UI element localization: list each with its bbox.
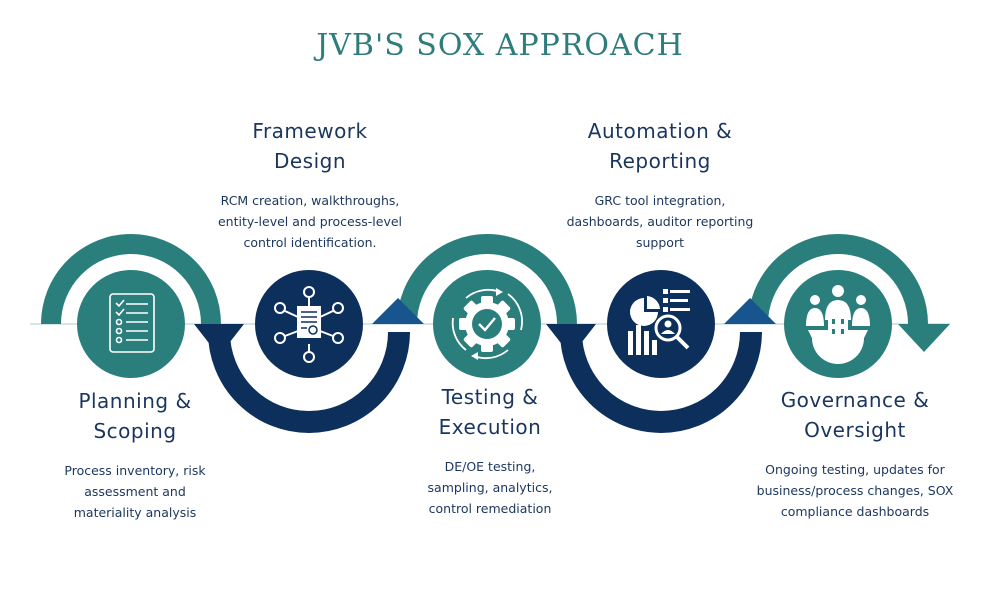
step-3-title: Testing & Execution bbox=[390, 382, 590, 442]
step-4-desc-line: dashboards, auditor reporting bbox=[566, 214, 754, 229]
step-4-circle bbox=[607, 270, 715, 378]
step-3-desc-line: DE/OE testing, bbox=[444, 459, 536, 474]
step-4-desc-line: support bbox=[636, 235, 684, 250]
step-1-desc-line: assessment and bbox=[84, 484, 186, 499]
step-1-title-line1: Planning & bbox=[78, 389, 192, 413]
page-title: JVB'S SOX APPROACH bbox=[316, 28, 684, 63]
step-4-title-line1: Automation & bbox=[587, 119, 733, 143]
arrowhead-up-1 bbox=[372, 298, 424, 324]
arc-step-5 bbox=[748, 234, 928, 325]
step-3-desc-line: control remediation bbox=[428, 501, 552, 516]
step-1-desc-line: materiality analysis bbox=[73, 505, 197, 520]
step-4-description: GRC tool integration, dashboards, audito… bbox=[540, 190, 780, 253]
arrowhead-down-1 bbox=[194, 324, 244, 356]
arc-step-3 bbox=[397, 234, 577, 325]
step-1-desc-line: Process inventory, risk bbox=[64, 463, 206, 478]
step-2-title-line2: Design bbox=[273, 149, 347, 173]
arc-step-1 bbox=[41, 234, 221, 325]
step-3-description: DE/OE testing, sampling, analytics, cont… bbox=[390, 456, 590, 519]
step-5-title: Governance & Oversight bbox=[740, 385, 970, 445]
step-1-description: Process inventory, risk assessment and m… bbox=[30, 460, 240, 523]
arc-step-4 bbox=[560, 331, 762, 433]
step-5-title-line1: Governance & bbox=[780, 388, 930, 412]
arrowhead-down-2 bbox=[546, 324, 596, 356]
step-3-title-line2: Execution bbox=[438, 415, 542, 439]
step-2-desc-line: entity-level and process-level bbox=[217, 214, 403, 229]
step-1-title: Planning & Scoping bbox=[40, 386, 230, 446]
arc-step-2 bbox=[208, 331, 410, 433]
step-2-desc-line: control identification. bbox=[243, 235, 377, 250]
step-5-desc-line: Ongoing testing, updates for bbox=[765, 462, 945, 477]
step-2-title-line1: Framework bbox=[252, 119, 368, 143]
step-4-title-line2: Reporting bbox=[609, 149, 711, 173]
step-5-desc-line: compliance dashboards bbox=[780, 504, 930, 519]
step-5-description: Ongoing testing, updates for business/pr… bbox=[725, 459, 985, 522]
step-3-desc-line: sampling, analytics, bbox=[427, 480, 553, 495]
governance-team-icon bbox=[806, 285, 870, 364]
analytics-search-icon bbox=[628, 289, 690, 355]
step-4-title: Automation & Reporting bbox=[550, 116, 770, 176]
arrowhead-up-2 bbox=[724, 298, 776, 324]
step-2-description: RCM creation, walkthroughs, entity-level… bbox=[190, 190, 430, 253]
step-1-circle bbox=[77, 270, 185, 378]
step-2-desc-line: RCM creation, walkthroughs, bbox=[220, 193, 400, 208]
checklist-icon bbox=[109, 293, 155, 353]
network-document-icon bbox=[274, 286, 344, 363]
step-5-title-line2: Oversight bbox=[804, 418, 906, 442]
step-3-title-line1: Testing & bbox=[441, 385, 539, 409]
arrowhead-final bbox=[898, 324, 950, 352]
step-1-title-line2: Scoping bbox=[93, 419, 177, 443]
step-5-desc-line: business/process changes, SOX bbox=[756, 483, 954, 498]
step-4-desc-line: GRC tool integration, bbox=[594, 193, 726, 208]
step-2-title: Framework Design bbox=[200, 116, 420, 176]
gear-check-icon bbox=[451, 288, 523, 360]
